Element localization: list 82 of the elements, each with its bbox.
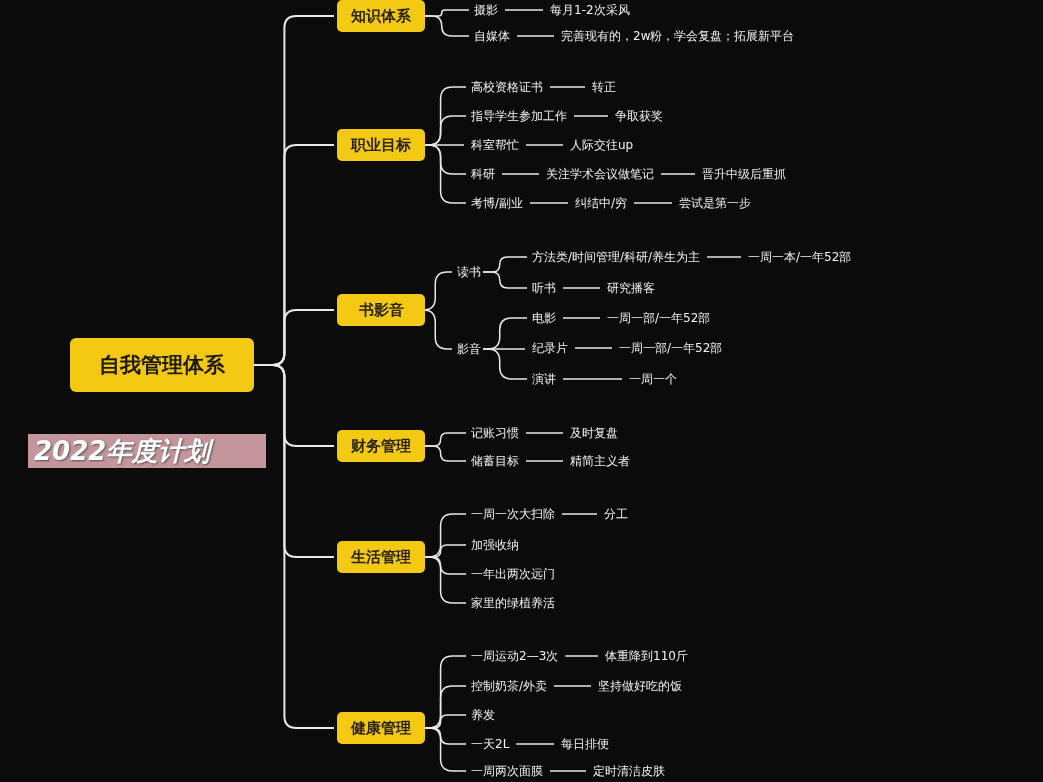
topic-text: 一天2L bbox=[469, 736, 512, 752]
connector-line bbox=[525, 432, 564, 434]
connector-line bbox=[706, 256, 742, 258]
connector-line bbox=[573, 115, 609, 117]
connector-line bbox=[660, 173, 696, 175]
topic-text: 高校资格证书 bbox=[469, 79, 545, 95]
topic-text: 储蓄目标 bbox=[469, 453, 521, 469]
topic-text: 定时清洁皮肤 bbox=[591, 763, 667, 779]
topic-text: 自媒体 bbox=[472, 28, 512, 44]
topic-text: 加强收纳 bbox=[469, 537, 521, 553]
topic-box: 职业目标 bbox=[337, 129, 425, 161]
connector-line bbox=[482, 271, 528, 289]
topic-text: 纪录片 bbox=[530, 340, 570, 356]
topic-text: 及时复盘 bbox=[568, 425, 620, 441]
connector-line bbox=[553, 685, 592, 687]
topic-text: 影音 bbox=[455, 341, 483, 357]
topic-text: 演讲 bbox=[530, 371, 558, 387]
connector-line bbox=[424, 727, 467, 772]
topic-text: 记账习惯 bbox=[469, 425, 521, 441]
topic-text: 摄影 bbox=[472, 2, 500, 18]
connector-line bbox=[424, 445, 467, 462]
topic-box: 自我管理体系 bbox=[70, 338, 254, 392]
title-banner: 2022年度计划 bbox=[28, 434, 266, 468]
topic-text: 一年出两次远门 bbox=[469, 566, 557, 582]
connector-line bbox=[515, 743, 555, 745]
topic-text: 每日排便 bbox=[559, 736, 611, 752]
topic-text: 家里的绿植养活 bbox=[469, 595, 557, 611]
topic-text: 争取获奖 bbox=[613, 108, 665, 124]
connector-line bbox=[549, 770, 587, 772]
topic-text: 电影 bbox=[530, 310, 558, 326]
topic-text: 方法类/时间管理/科研/养生为主 bbox=[530, 249, 703, 265]
topic-text: 科研 bbox=[469, 166, 497, 182]
topic-text: 考博/副业 bbox=[469, 195, 526, 211]
topic-text: 分工 bbox=[602, 506, 630, 522]
connector-line bbox=[574, 347, 613, 349]
connector-line bbox=[424, 144, 467, 204]
connector-line bbox=[562, 317, 601, 319]
topic-text: 尝试是第一步 bbox=[677, 195, 753, 211]
topic-text: 一周运动2—3次 bbox=[469, 648, 561, 664]
topic-text: 转正 bbox=[590, 79, 618, 95]
connector-line bbox=[501, 173, 540, 175]
topic-text: 纠结中/穷 bbox=[573, 195, 630, 211]
topic-text: 控制奶茶/外卖 bbox=[469, 678, 550, 694]
topic-text: 晋升中级后重抓 bbox=[700, 166, 788, 182]
connector-line bbox=[429, 144, 465, 146]
connector-line bbox=[424, 15, 470, 37]
topic-text: 一周两次面膜 bbox=[469, 763, 545, 779]
topic-text: 一周一个 bbox=[627, 371, 679, 387]
topic-text: 关注学术会议做笔记 bbox=[544, 166, 656, 182]
topic-text: 一周一次大扫除 bbox=[469, 506, 557, 522]
topic-text: 一周一部/一年52部 bbox=[617, 340, 725, 356]
connector-line bbox=[561, 513, 598, 515]
connector-line bbox=[525, 460, 564, 462]
topic-text: 读书 bbox=[455, 264, 483, 280]
connector-line bbox=[482, 348, 528, 380]
topic-text: 体重降到110斤 bbox=[603, 648, 690, 664]
connector-line bbox=[633, 202, 673, 204]
topic-text: 一周一部/一年52部 bbox=[605, 310, 713, 326]
connector-line bbox=[516, 35, 555, 37]
topic-text: 每月1-2次采风 bbox=[548, 2, 632, 18]
topic-box: 生活管理 bbox=[337, 541, 425, 573]
topic-box: 健康管理 bbox=[337, 712, 425, 744]
topic-text: 精简主义者 bbox=[568, 453, 632, 469]
connector-line bbox=[564, 655, 599, 657]
connector-line bbox=[549, 86, 586, 88]
topic-text: 研究播客 bbox=[605, 280, 657, 296]
topic-text: 人际交往up bbox=[568, 137, 636, 153]
connector-line bbox=[529, 202, 569, 204]
connector-line bbox=[504, 9, 544, 11]
connector-line bbox=[562, 287, 601, 289]
topic-text: 坚持做好吃的饭 bbox=[596, 678, 684, 694]
topic-text: 科室帮忙 bbox=[469, 137, 521, 153]
topic-box: 书影音 bbox=[337, 294, 425, 326]
connector-line bbox=[525, 144, 564, 146]
topic-text: 听书 bbox=[530, 280, 558, 296]
topic-text: 一周一本/一年52部 bbox=[746, 249, 854, 265]
topic-text: 养发 bbox=[469, 707, 497, 723]
topic-box: 财务管理 bbox=[337, 430, 425, 462]
topic-text: 指导学生参加工作 bbox=[469, 108, 569, 124]
topic-text: 完善现有的，2w粉，学会复盘；拓展新平台 bbox=[559, 28, 797, 44]
connector-line bbox=[562, 378, 623, 380]
topic-box: 知识体系 bbox=[337, 0, 425, 32]
